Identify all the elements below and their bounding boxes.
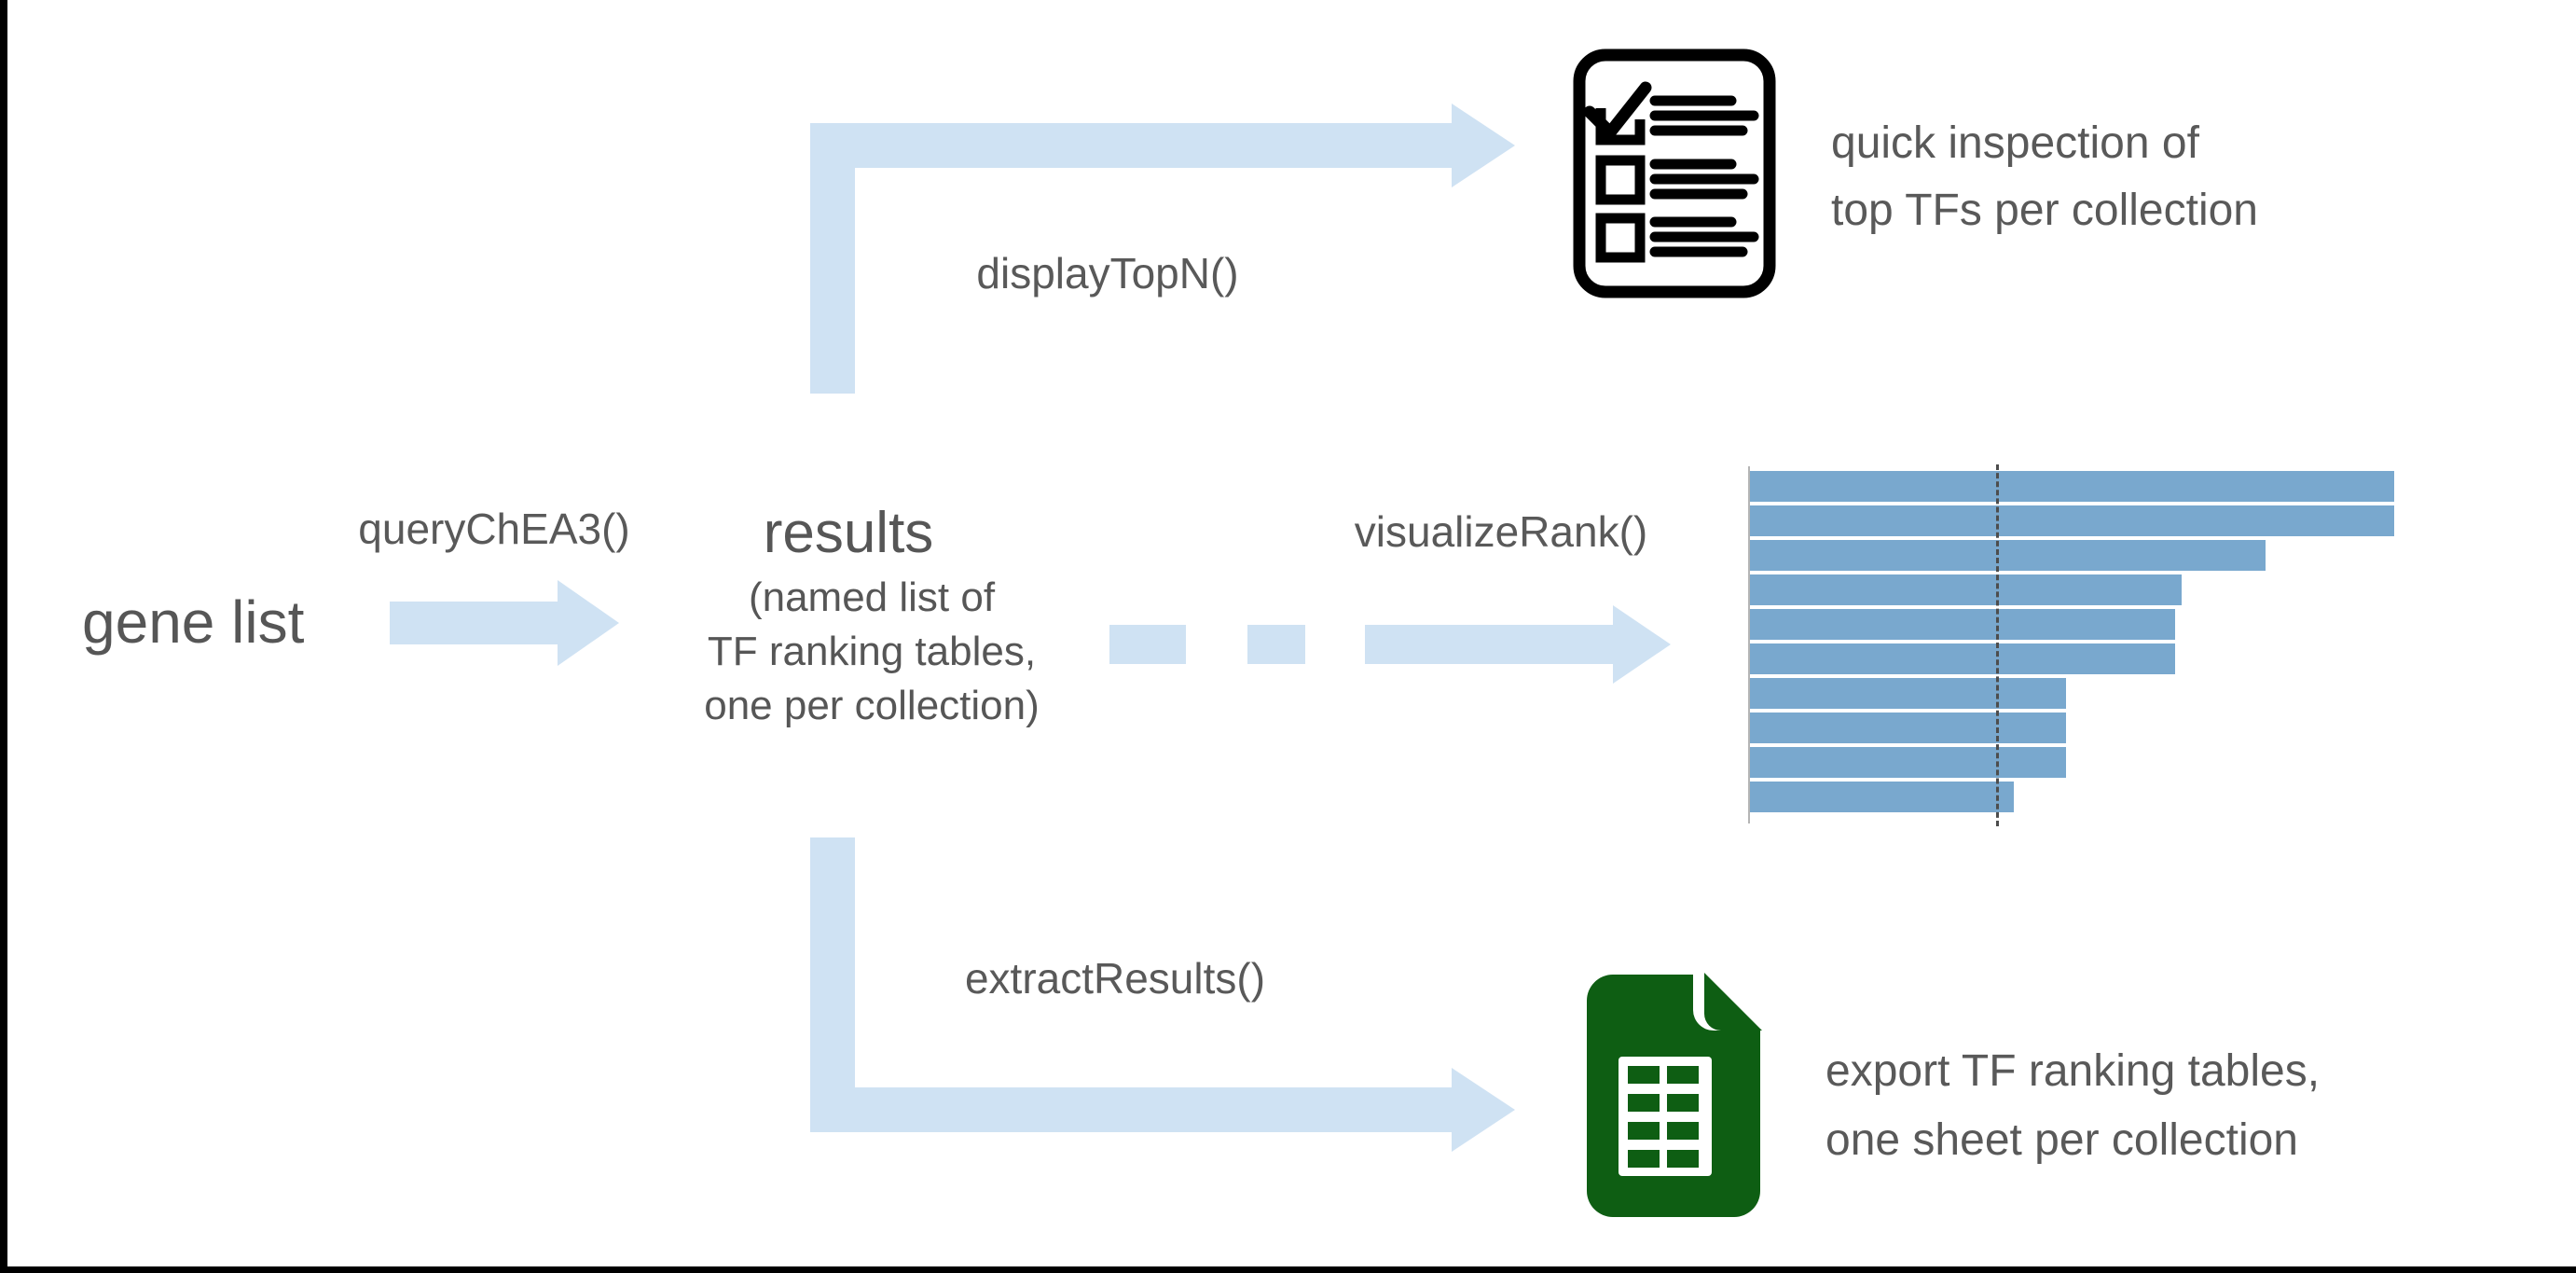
results-subtitle: (named list of TF ranking tables, one pe…: [704, 571, 1040, 733]
query-function-label: queryChEA3(): [358, 505, 630, 553]
display-arrow-horizontal: [810, 123, 1452, 168]
rank-bar: [1750, 505, 2394, 536]
display-arrow-vertical: [810, 123, 855, 394]
rank-bar: [1750, 574, 2182, 605]
inspection-caption: quick inspection of top TFs per collecti…: [1831, 110, 2258, 244]
query-arrow-body: [390, 602, 558, 644]
display-arrow-head: [1452, 104, 1515, 187]
spreadsheet-icon: [1587, 973, 1762, 1217]
extract-function-label: extractResults(): [964, 954, 1266, 1003]
display-function-label: displayTopN(): [976, 249, 1239, 297]
rank-bar: [1750, 643, 2175, 674]
visualize-arrow-body: [1365, 625, 1613, 664]
visualize-arrow-dash-2: [1247, 625, 1305, 664]
tf-rank-barplot: [1748, 464, 2429, 833]
visualize-arrow-dash-1: [1109, 625, 1186, 664]
rank-bar: [1750, 713, 2066, 743]
results-subtitle-line-1: (named list of: [748, 574, 996, 620]
extract-arrow-head: [1452, 1068, 1515, 1152]
tf-rank-barplot-bars: [1748, 464, 2429, 833]
extract-arrow-horizontal: [810, 1087, 1452, 1132]
results-subtitle-line-2: TF ranking tables,: [707, 629, 1037, 674]
checklist-icon: [1573, 48, 1776, 298]
query-arrow-head: [558, 580, 619, 666]
barplot-reference-dashed-line: [1996, 464, 1999, 826]
export-caption: export TF ranking tables, one sheet per …: [1825, 1037, 2320, 1175]
inspection-caption-line-1: quick inspection of: [1831, 118, 2199, 168]
results-title: results: [763, 501, 934, 565]
rank-bar: [1750, 609, 2175, 640]
barplot-y-axis-line: [1748, 466, 1750, 823]
export-caption-line-2: one sheet per collection: [1825, 1115, 2298, 1165]
bottom-frame-strip: [0, 1266, 2576, 1273]
rank-bar: [1750, 678, 2066, 709]
left-frame-strip: [0, 0, 7, 1273]
visualize-arrow-head: [1613, 605, 1671, 684]
rank-bar: [1750, 782, 2014, 812]
inspection-caption-line-2: top TFs per collection: [1831, 186, 2258, 235]
export-caption-line-1: export TF ranking tables,: [1825, 1046, 2321, 1096]
rank-bar: [1750, 540, 2266, 571]
visualize-function-label: visualizeRank(): [1354, 507, 1648, 556]
rank-bar: [1750, 747, 2066, 778]
gene-list-label: gene list: [82, 588, 305, 656]
extract-arrow-vertical: [810, 837, 855, 1132]
results-subtitle-line-3: one per collection): [704, 683, 1040, 728]
rank-bar: [1750, 471, 2394, 502]
